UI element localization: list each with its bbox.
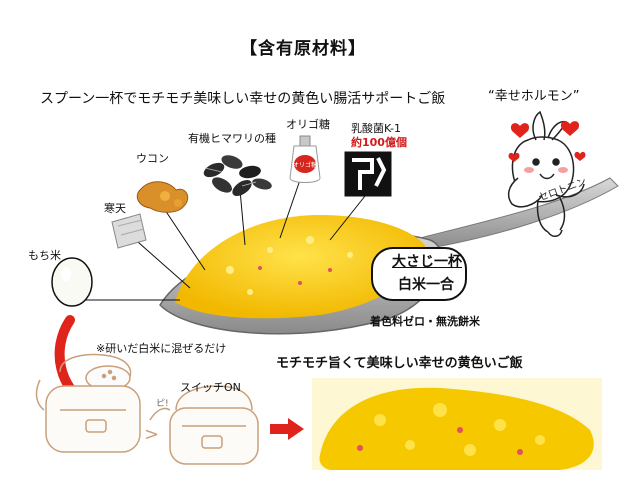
- arrow-right-icon: [270, 418, 304, 440]
- pointer-lines: [80, 179, 366, 301]
- switch-on-label: スイッチON: [180, 381, 241, 394]
- serotonin-character: [507, 110, 585, 237]
- rice-cooker-closed-icon: [149, 385, 259, 465]
- rice-cooker-icon: [35, 353, 141, 453]
- turmeric-icon: [136, 181, 189, 213]
- mochi-rice-icon: [51, 257, 93, 307]
- ingredient-label-kanten: 寒天: [104, 202, 126, 215]
- heart-icon: [508, 121, 586, 162]
- beep-label: ピ!: [156, 399, 169, 409]
- sunflower-seed-icon: [203, 155, 272, 196]
- agar-icon: [111, 213, 147, 249]
- note-no-color: 着色料ゼロ・無洗餅米: [370, 315, 480, 328]
- spoon-ratio-box: [371, 247, 467, 301]
- page-subtitle: スプーン一杯でモチモチ美味しい幸せの黄色い腸活サポートご飯: [40, 91, 446, 107]
- ingredient-label-oligo: オリゴ糖: [286, 118, 330, 131]
- result-rice-photo: [312, 378, 602, 470]
- spoon-ratio-line2: 白米一合: [398, 277, 454, 293]
- page-title: 【含有原材料】: [240, 39, 366, 59]
- oligo-bottle-text: オリゴ糖: [293, 161, 317, 169]
- ingredient-label-nyusan: 乳酸菌K-1: [351, 122, 402, 135]
- yellow-rice-pile: [175, 215, 425, 319]
- oligo-bottle-icon: オリゴ糖: [289, 135, 321, 183]
- ingredient-nyusan-count: 約100億個: [351, 136, 407, 149]
- hormone-label: “幸せホルモン”: [488, 89, 580, 104]
- chevron-right-icon: >: [144, 424, 159, 445]
- lactobacillus-icon: [344, 151, 392, 197]
- result-label: モチモチ旨くて美味しい幸せの黄色いご飯: [276, 356, 523, 371]
- spoon-ratio-line1: 大さじ一杯: [392, 254, 462, 270]
- ingredient-label-mochi: もち米: [28, 249, 61, 262]
- note-mix: ※研いだ白米に混ぜるだけ: [96, 342, 227, 355]
- ingredient-label-ukon: ウコン: [136, 152, 169, 165]
- ingredient-label-himawari: 有機ヒマワリの種: [188, 132, 276, 145]
